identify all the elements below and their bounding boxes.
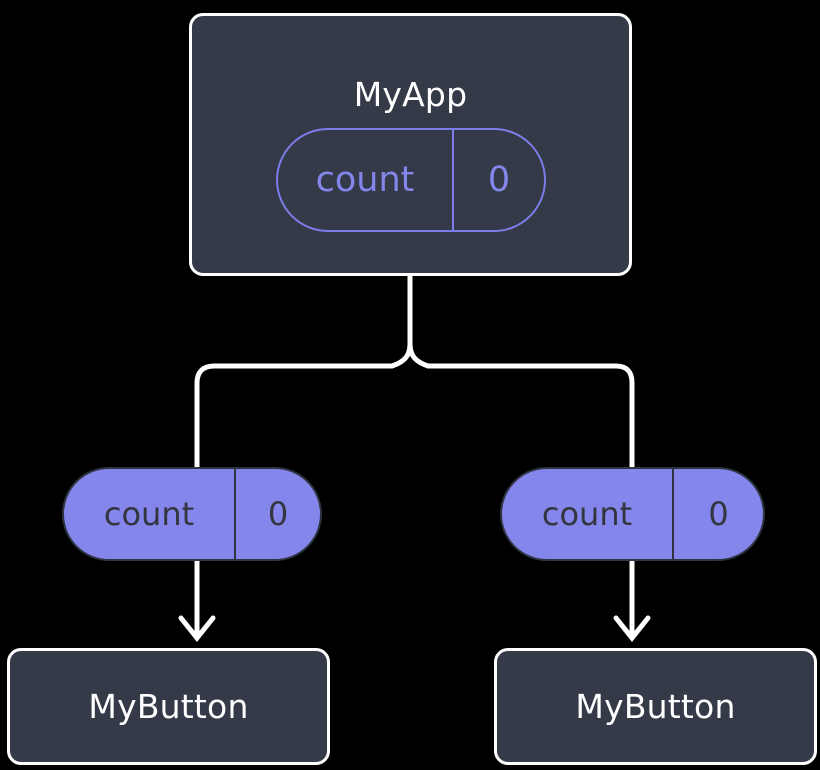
prop-pill-value: 0 [708,495,729,533]
state-pill-key: count [278,130,454,230]
prop-pill-value: 0 [267,495,289,533]
arrowhead-right [613,615,651,643]
edge-fork-right [407,341,635,470]
node-mybutton-left-label: MyButton [88,687,249,726]
prop-pill-key: count [502,469,674,559]
edge-fork-left [194,341,413,470]
state-pill-value: 0 [487,159,511,200]
state-pill-myapp-count[interactable]: count 0 [276,128,546,232]
prop-pill-key: count [64,469,236,559]
node-mybutton-left[interactable]: MyButton [7,648,330,765]
node-myapp-label: MyApp [353,75,468,114]
node-mybutton-right[interactable]: MyButton [494,648,817,765]
arrowhead-left [178,615,216,643]
node-mybutton-right-label: MyButton [575,687,736,726]
prop-pill-right-count[interactable]: count 0 [500,467,765,561]
prop-pill-left-count[interactable]: count 0 [62,467,322,561]
